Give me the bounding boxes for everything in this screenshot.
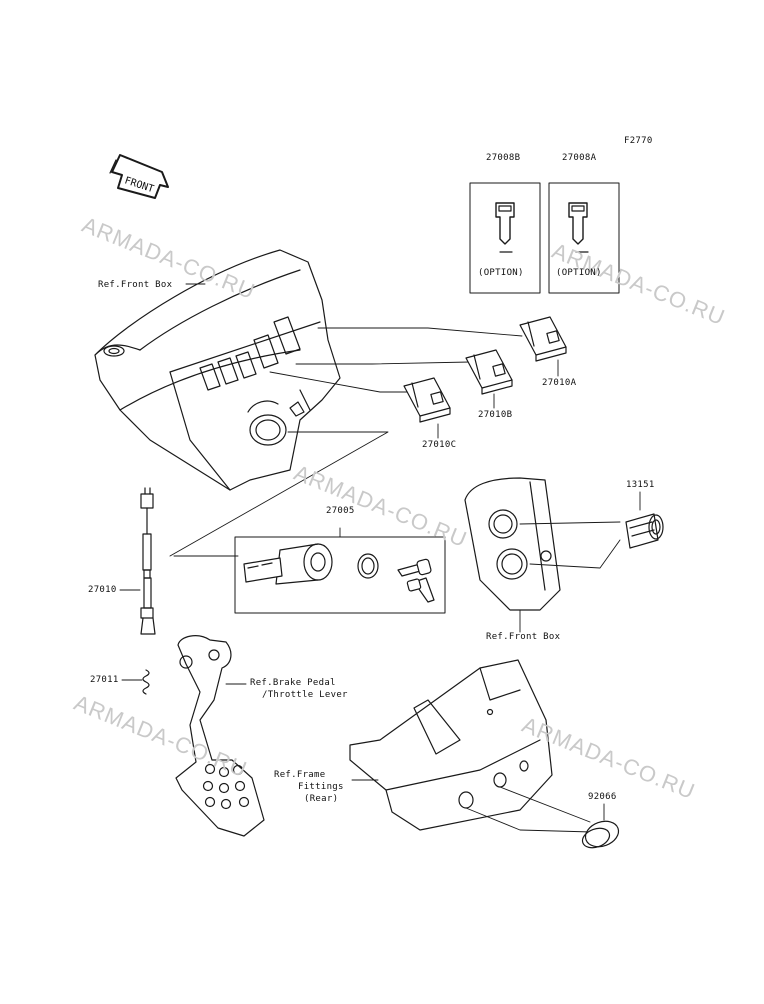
ref-brake-pedal-line1: Ref.Brake Pedal [250, 678, 336, 688]
ref-front-box-top: Ref.Front Box [98, 280, 173, 290]
rocker-switch-27010b [465, 349, 513, 395]
socket-13151 [625, 491, 664, 549]
key-27008b-box [469, 182, 541, 294]
part-27010a: 27010A [542, 378, 577, 388]
part-27010: 27010 [88, 585, 117, 595]
brake-switch-27010 [119, 487, 156, 635]
option-label-a: (OPTION) [556, 268, 602, 278]
ignition-switch-assembly [234, 527, 446, 614]
part-27010c: 27010C [422, 440, 457, 450]
part-27010b: 27010B [478, 410, 513, 420]
part-27005: 27005 [326, 506, 355, 516]
ref-brake-pedal-line2: /Throttle Lever [262, 690, 348, 700]
ref-frame-line3: (Rear) [304, 794, 339, 804]
option-label-b: (OPTION) [478, 268, 524, 278]
part-92066: 92066 [588, 792, 617, 802]
figure-code: F2770 [624, 136, 653, 146]
part-27008b: 27008B [486, 153, 521, 163]
rocker-switch-27010a [519, 316, 567, 362]
front-box-socket-panel [464, 477, 621, 633]
spring-27011 [121, 669, 150, 695]
ref-front-box-right: Ref.Front Box [486, 632, 561, 642]
leader-lines [169, 283, 523, 557]
front-arrow-icon: FRONT [109, 154, 169, 199]
part-27011: 27011 [90, 675, 119, 685]
rocker-switch-27010c [403, 377, 451, 423]
part-27008a: 27008A [562, 153, 597, 163]
front-box-dashboard [94, 249, 341, 491]
brake-pedal [175, 635, 265, 837]
cap-92066 [581, 803, 620, 849]
key-27008a-box [548, 182, 620, 294]
part-13151: 13151 [626, 480, 655, 490]
ref-frame-line1: Ref.Frame [274, 770, 326, 780]
frame-fittings-rear [349, 659, 593, 833]
ref-frame-line2: Fittings [298, 782, 344, 792]
